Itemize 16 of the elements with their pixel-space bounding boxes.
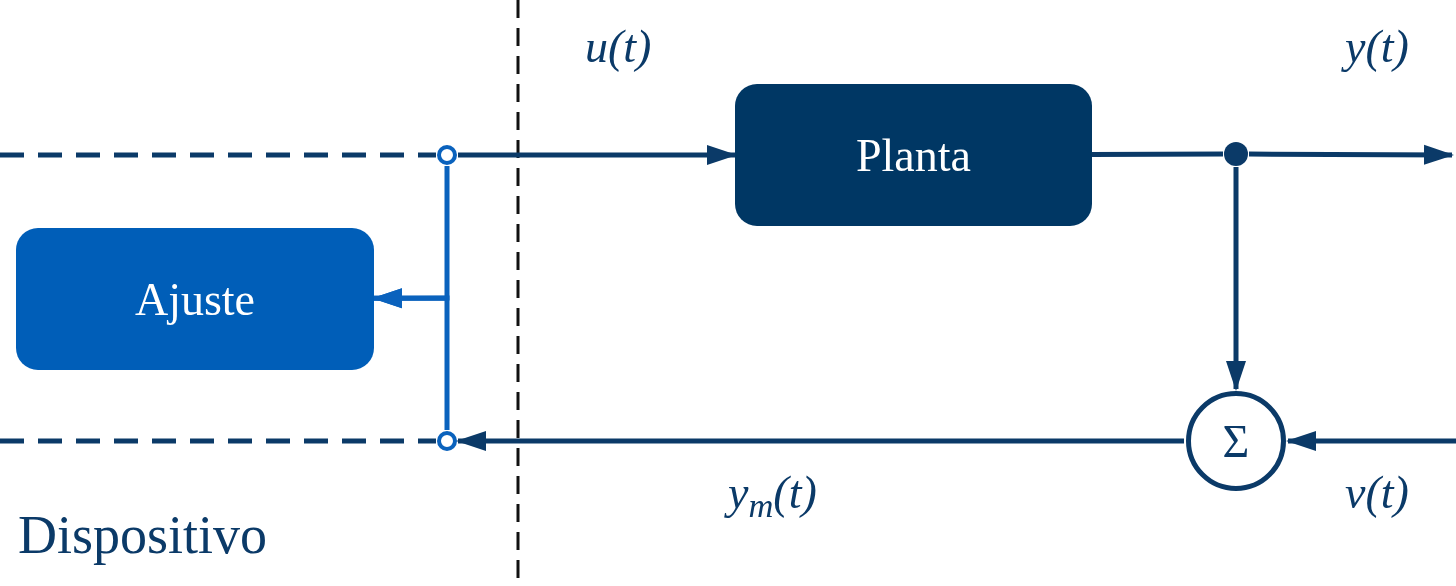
summing-junction: Σ (1186, 391, 1286, 491)
arrow (456, 431, 1184, 451)
arrow (372, 288, 450, 430)
connector-line (0, 438, 436, 444)
arrow (1249, 144, 1454, 165)
arrow (1286, 431, 1456, 451)
process-box: Ajuste (16, 228, 374, 370)
connection-point (437, 431, 457, 451)
connector-line (0, 152, 436, 158)
process-box: Planta (735, 84, 1092, 226)
arrow (458, 145, 737, 165)
signal-label: v(t) (1345, 470, 1409, 516)
arrow (1226, 167, 1246, 391)
signal-label: u(t) (585, 24, 652, 70)
connection-point (437, 145, 457, 165)
connector-line (1092, 151, 1223, 157)
